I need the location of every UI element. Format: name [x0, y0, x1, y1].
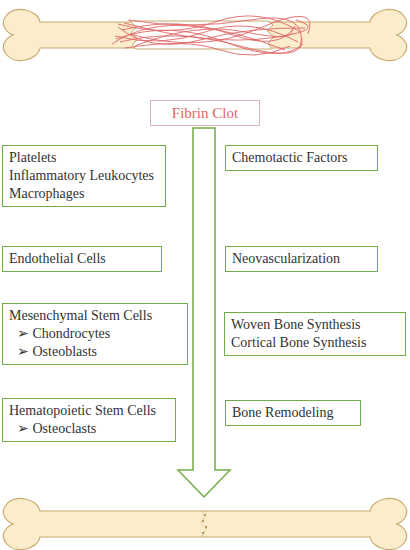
- fractured-bone: [3, 9, 406, 60]
- healed-bone: [3, 498, 406, 549]
- fibrin-strands: [112, 16, 310, 55]
- node-text: Inflammatory Leukocytes: [9, 167, 159, 185]
- node-text: ➢ Chondrocytes: [9, 325, 181, 343]
- process-box: PlateletsInflammatory LeukocytesMacropha…: [2, 145, 166, 207]
- node-text: Neovascularization: [232, 250, 371, 268]
- node-text: Endothelial Cells: [9, 250, 155, 268]
- bone-outline: [3, 498, 406, 549]
- node-text: Hematopoietic Stem Cells: [9, 402, 169, 420]
- node-text: Bone Remodeling: [232, 404, 354, 422]
- node-text: Cortical Bone Synthesis: [231, 334, 399, 352]
- node-text: ➢ Osteoblasts: [9, 343, 181, 361]
- process-box: Neovascularization: [225, 246, 378, 272]
- node-text: Mesenchymal Stem Cells: [9, 307, 181, 325]
- process-box: Bone Remodeling: [225, 400, 361, 426]
- process-box: Mesenchymal Stem Cells➢ Chondrocytes➢ Os…: [2, 303, 188, 365]
- fracture-line: [201, 511, 206, 537]
- process-box: Woven Bone SynthesisCortical Bone Synthe…: [224, 312, 406, 356]
- node-text: Macrophages: [9, 185, 159, 203]
- process-box: Hematopoietic Stem Cells➢ Osteoclasts: [2, 398, 176, 442]
- process-box: Chemotactic Factors: [225, 145, 378, 171]
- node-text: ➢ Osteoclasts: [9, 420, 169, 438]
- node-text: Fibrin Clot: [155, 104, 255, 122]
- node-text: Woven Bone Synthesis: [231, 316, 399, 334]
- node-text: Chemotactic Factors: [232, 149, 371, 167]
- node-text: Platelets: [9, 149, 159, 167]
- fracture-dots: [202, 514, 207, 534]
- bone-outline: [3, 9, 406, 60]
- clot-box: Fibrin Clot: [150, 100, 260, 126]
- process-box: Endothelial Cells: [2, 246, 162, 272]
